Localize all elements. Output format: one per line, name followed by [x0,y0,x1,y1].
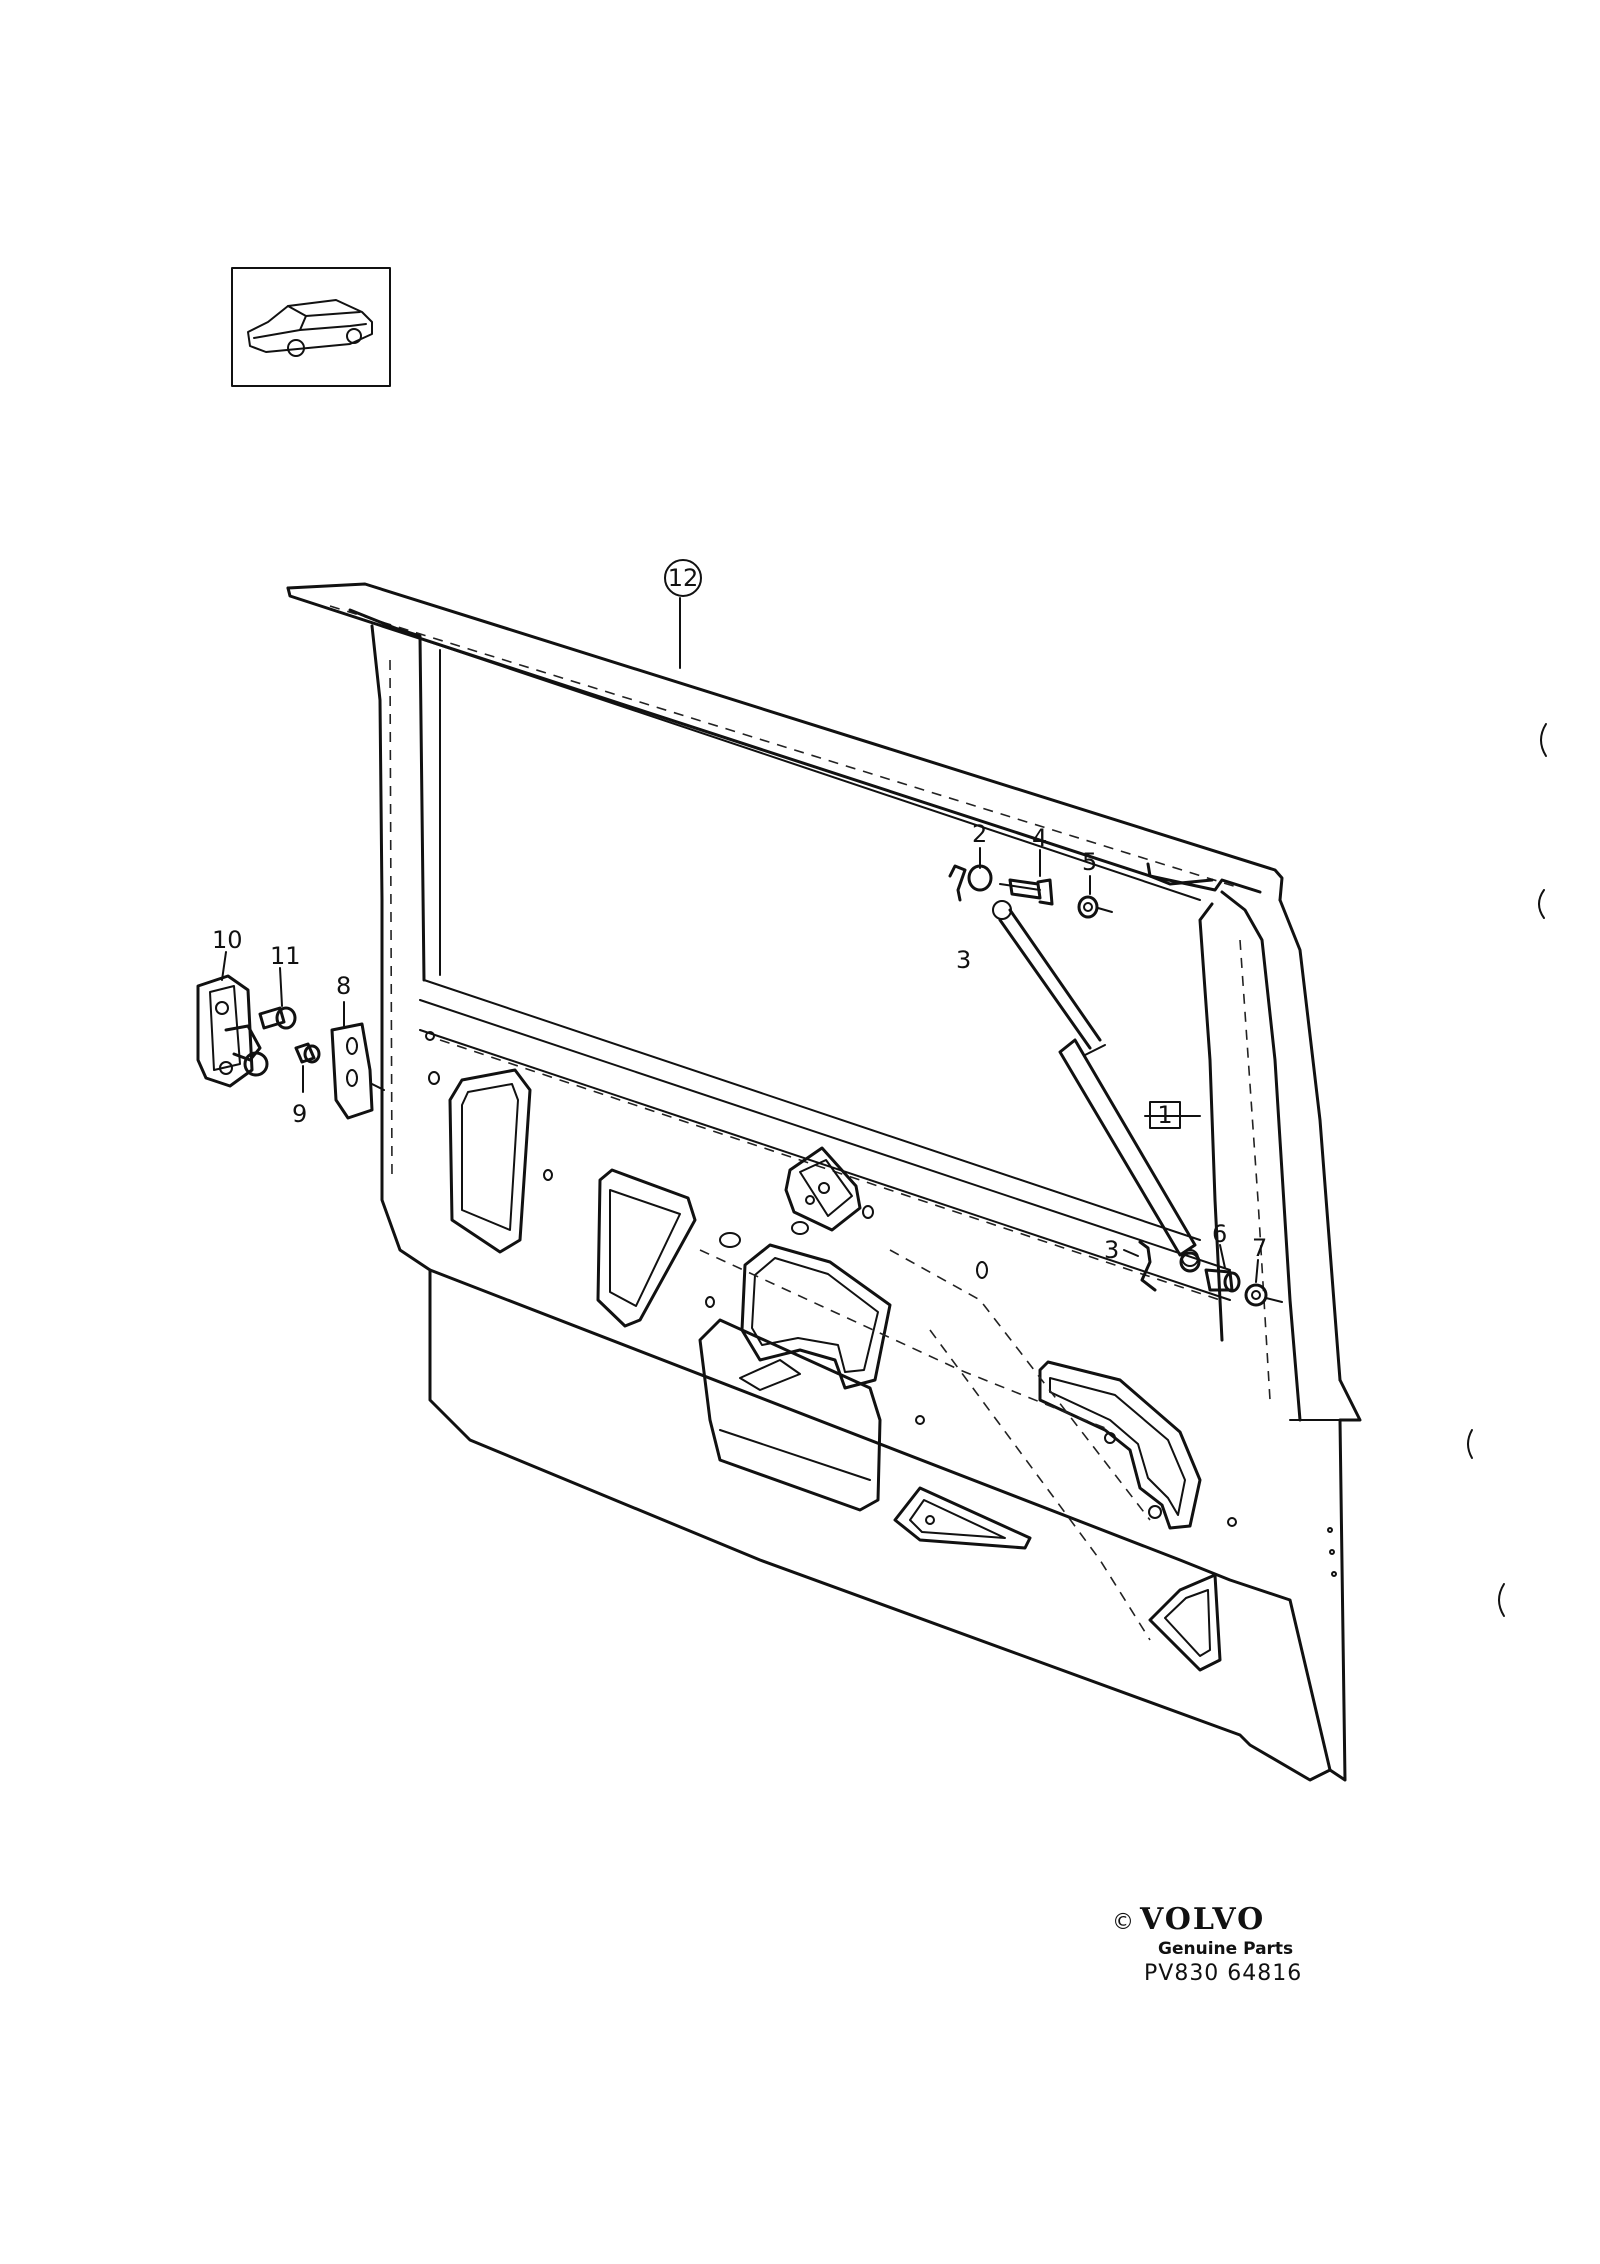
callout-5-label: 5 [1082,848,1097,876]
genuine-parts-label: Genuine Parts [1158,1939,1294,1959]
callout-12: 12 [664,559,702,597]
margin-marks [1467,723,1547,1617]
lock-bracket [294,1022,385,1120]
callout-1-label: 1 [1157,1101,1172,1129]
leader-lines [221,597,1259,1283]
callout-9-label: 9 [292,1100,307,1128]
callout-1: 1 [1149,1101,1181,1129]
volvo-logo-text: VOLVO [1140,1902,1266,1937]
callout-7-label: 7 [1252,1234,1267,1262]
callout-12-label: 12 [668,564,699,592]
callout-8-label: 8 [336,972,351,1000]
callout-3-lower-label: 3 [1104,1236,1119,1264]
callout-10-label: 10 [212,926,243,954]
callout-11-label: 11 [270,942,301,970]
car-thumbnail [231,267,391,387]
tailgate-panel [286,582,1362,1782]
striker-plate [196,974,297,1088]
lower-fittings [1138,1240,1283,1307]
callout-3-upper-label: 3 [956,946,971,974]
callout-4-label: 4 [1032,824,1047,852]
gas-strut [992,900,1199,1267]
callout-2-label: 2 [972,820,987,848]
drawing-code: PV830 64816 [1144,1961,1303,1986]
callout-6-label: 6 [1212,1220,1227,1248]
car-icon [247,299,373,357]
copyright-symbol: © [1112,1910,1136,1935]
volvo-logo: ©VOLVO [1112,1902,1332,1937]
volvo-brand-block: ©VOLVO Genuine Parts PV830 64816 [1112,1902,1332,1986]
